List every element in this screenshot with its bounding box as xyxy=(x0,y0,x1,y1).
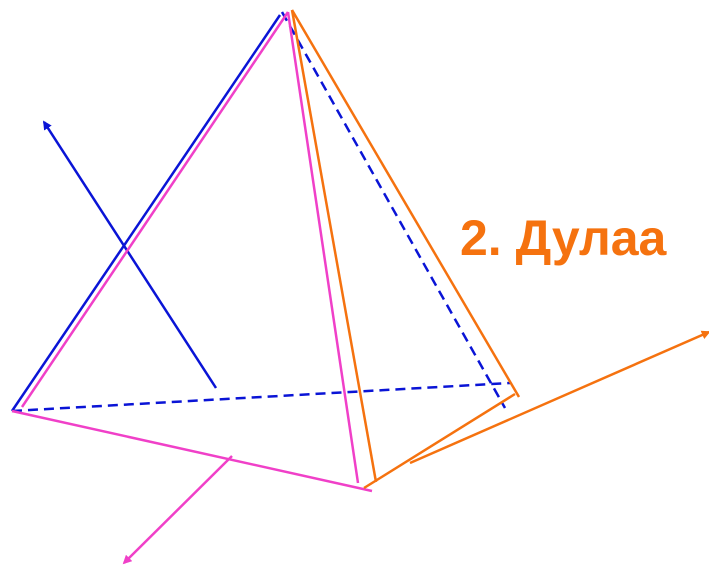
orange-edge-left xyxy=(290,9,378,483)
pink-edge-base xyxy=(11,409,373,493)
pink-normal-arrow xyxy=(122,455,233,565)
diagram-title: 2. Дулаа xyxy=(460,210,667,266)
blue-edge-base-dashed xyxy=(11,381,511,413)
blue-edge-right-dashed xyxy=(280,11,507,409)
orange-edge-right xyxy=(290,9,521,398)
orange-edge-base xyxy=(363,392,516,490)
blue-normal-arrow xyxy=(42,120,218,389)
orange-normal-arrow xyxy=(409,330,709,465)
pink-edge-left xyxy=(20,11,290,408)
pink-edge-right xyxy=(286,11,360,484)
blue-edge-left xyxy=(10,14,282,412)
